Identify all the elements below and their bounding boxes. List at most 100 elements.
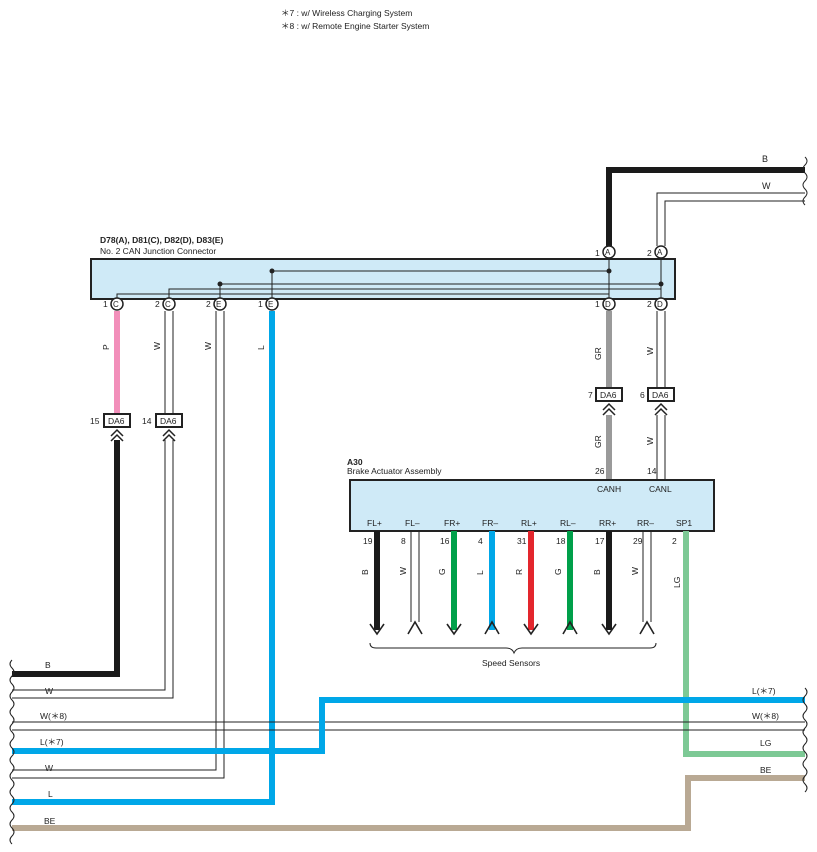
svg-text:W: W: [152, 342, 162, 350]
wire-l7: [12, 697, 805, 754]
svg-text:14: 14: [142, 416, 152, 426]
break-mark-left: [9, 659, 15, 845]
svg-text:2: 2: [206, 299, 211, 309]
svg-text:W: W: [45, 686, 53, 696]
svg-text:L(＊7): L(＊7): [752, 686, 776, 696]
svg-text:W: W: [645, 347, 655, 355]
svg-text:1: 1: [103, 299, 108, 309]
svg-text:D: D: [657, 300, 663, 309]
da6-connector-7: [595, 387, 623, 402]
svg-text:7: 7: [588, 390, 593, 400]
svg-text:DA6: DA6: [108, 416, 125, 426]
actuator-terminals: FL+19BFL–8WFR+16GFR–4LRL+31RRL–18GRR+17B…: [360, 518, 692, 636]
terminal-name: RR–: [637, 518, 654, 528]
break-mark-right: [802, 687, 808, 793]
pin-c2: [162, 297, 176, 311]
terminal-name: SP1: [676, 518, 692, 528]
svg-text:DA6: DA6: [600, 390, 617, 400]
wire-color-label: B: [592, 569, 602, 575]
speed-sensors-label: Speed Sensors: [482, 658, 540, 668]
sensor-arrow-icon: [369, 623, 385, 636]
wire-color-label: L: [475, 570, 485, 575]
svg-text:A: A: [605, 248, 611, 257]
sensor-arrow-icon: [601, 623, 617, 636]
sensor-arrow-icon: [562, 620, 578, 635]
svg-text:CANL: CANL: [649, 484, 672, 494]
terminal-name: RL–: [560, 518, 576, 528]
terminal-name: RR+: [599, 518, 616, 528]
svg-text:B: B: [45, 660, 51, 670]
pin-c1: [110, 297, 124, 311]
da6-connector-14: [155, 413, 183, 428]
terminal-pin: 8: [401, 536, 406, 546]
svg-text:2: 2: [647, 248, 652, 258]
terminal-name: FL+: [367, 518, 382, 528]
note-7: ＊7 : w/ Wireless Charging System: [281, 8, 412, 18]
svg-text:W: W: [45, 763, 53, 773]
wire-l: [12, 311, 275, 805]
wire-be: [12, 775, 805, 831]
svg-text:L: L: [48, 789, 53, 799]
wire-color-label: B: [360, 569, 370, 575]
actuator-name: Brake Actuator Assembly: [347, 466, 442, 476]
svg-text:15: 15: [90, 416, 100, 426]
pin-a1: [602, 245, 616, 259]
terminal-name: RL+: [521, 518, 537, 528]
sensor-arrow-icon: [484, 620, 500, 635]
pin-d1: [602, 297, 616, 311]
da6-connector-15: [103, 413, 131, 428]
svg-text:2: 2: [647, 299, 652, 309]
svg-text:26: 26: [595, 466, 605, 476]
svg-text:CANH: CANH: [597, 484, 621, 494]
wire-b-top: [606, 167, 805, 246]
brake-actuator-box: [349, 479, 715, 532]
wire-color-label: G: [553, 568, 563, 575]
junction-connector-box: [90, 258, 676, 300]
terminal-pin: 29: [633, 536, 643, 546]
svg-text:1: 1: [595, 248, 600, 258]
speed-sensors-bracket: [369, 642, 657, 655]
junction-code: D78(A), D81(C), D82(D), D83(E): [100, 235, 223, 245]
svg-text:DA6: DA6: [160, 416, 177, 426]
svg-text:6: 6: [640, 390, 645, 400]
terminal-pin: 16: [440, 536, 450, 546]
wire-color-label: W: [630, 567, 640, 575]
wire-color-label: R: [514, 569, 524, 575]
svg-text:GR: GR: [593, 435, 603, 448]
pin-a2: [654, 245, 668, 259]
svg-text:W: W: [645, 437, 655, 445]
terminal-pin: 31: [517, 536, 527, 546]
svg-text:BE: BE: [44, 816, 56, 826]
wire-color-label: G: [437, 568, 447, 575]
break-mark-top-right: [802, 156, 808, 206]
pin-e2: [213, 297, 227, 311]
svg-text:LG: LG: [760, 738, 771, 748]
junction-name: No. 2 CAN Junction Connector: [100, 246, 216, 256]
svg-text:E: E: [268, 300, 273, 309]
terminal-pin: 4: [478, 536, 483, 546]
svg-text:A: A: [657, 248, 663, 257]
svg-text:L(＊7): L(＊7): [40, 737, 64, 747]
svg-text:C: C: [113, 300, 119, 309]
terminal-name: FL–: [405, 518, 420, 528]
label-b-top: B: [762, 154, 768, 164]
wire-color-label: W: [398, 567, 408, 575]
sensor-arrow-icon: [407, 620, 423, 635]
note-8: ＊8 : w/ Remote Engine Starter System: [281, 21, 429, 31]
sensor-arrow-icon: [446, 623, 462, 636]
sensor-arrow-icon: [639, 620, 655, 635]
svg-text:C: C: [165, 300, 171, 309]
svg-text:1: 1: [258, 299, 263, 309]
svg-text:E: E: [216, 300, 221, 309]
pin-e1: [265, 297, 279, 311]
svg-text:L: L: [256, 345, 266, 350]
svg-text:BE: BE: [760, 765, 772, 775]
svg-text:LG: LG: [672, 577, 682, 588]
svg-text:GR: GR: [593, 347, 603, 360]
actuator-code: A30: [347, 457, 363, 467]
terminal-name: FR+: [444, 518, 460, 528]
svg-text:1: 1: [595, 299, 600, 309]
svg-text:P: P: [101, 344, 111, 350]
svg-text:D: D: [605, 300, 611, 309]
terminal-pin: 17: [595, 536, 605, 546]
